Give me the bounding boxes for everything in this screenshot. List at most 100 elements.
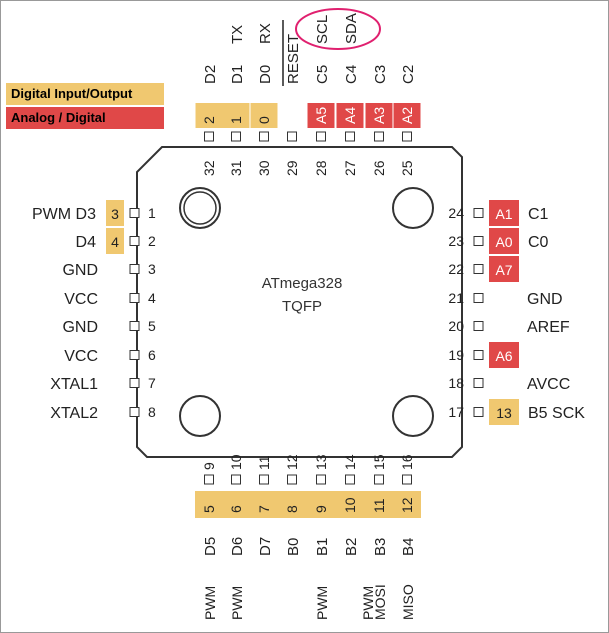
pin-number-32: 32 [201,160,217,176]
pin-number-19: 19 [448,347,464,363]
pin-pad-8 [129,407,140,417]
pin-number-22: 22 [448,261,464,277]
pin-pad-18 [473,378,484,388]
corner-hole-ring-icon [183,191,217,225]
pin-pad-12 [287,474,297,485]
arduino-label-12: 12 [399,497,415,513]
pin-label-8: XTAL2 [50,405,98,422]
arduino-label-10: 10 [342,497,358,513]
pin-pad-30 [259,131,269,142]
pin-pad-4 [129,293,140,303]
pin-pad-27 [345,131,355,142]
pin-number-29: 29 [284,160,300,176]
pin-pad-19 [473,350,484,360]
port-label-C4: C4 [343,65,360,84]
arduino-label-2: 2 [201,116,217,124]
pin-number-6: 6 [148,347,156,363]
pin-number-23: 23 [448,233,464,249]
pin-number-12: 12 [284,454,300,470]
legend-analog-label: Analog / Digital [11,110,106,125]
legend-digital: Digital Input/Output [6,83,164,105]
arduino-label-A0: A0 [495,234,512,250]
highlight-circle [295,8,381,50]
function-label-scl: SCL [314,15,331,44]
pin-number-8: 8 [148,404,156,420]
arduino-label-1: 1 [228,116,244,124]
pin-pad-24 [473,208,484,218]
corner-hole-icon [179,187,221,229]
arduino-label-0: 0 [256,116,272,124]
pin-pad-5 [129,321,140,331]
arduino-label-A6: A6 [495,348,512,364]
pin-pad-21 [473,293,484,303]
pin-number-15: 15 [371,454,387,470]
corner-hole-icon [392,187,434,229]
port-label-B1: B1 [314,538,331,556]
port-label-D1: D1 [229,65,246,84]
pin-label-20: AREF [527,319,570,336]
arduino-label-3: 3 [111,206,119,222]
function-label-pwm: PWM [360,586,376,620]
arduino-box-23 [489,228,519,254]
port-label-B2: B2 [343,538,360,556]
arduino-label-7: 7 [256,505,272,513]
pin-pad-16 [402,474,412,485]
pin-number-18: 18 [448,375,464,391]
pin-pad-11 [259,474,269,485]
pin-number-11: 11 [256,455,272,470]
pin-label-1: PWM D3 [32,206,96,223]
pin-label-18: AVCC [527,376,570,393]
pin-pad-6 [129,350,140,360]
pin-number-3: 3 [148,261,156,277]
arduino-label-A4: A4 [342,107,358,124]
arduino-box-31 [222,103,250,128]
pin-number-27: 27 [342,160,358,176]
pin-number-4: 4 [148,290,156,306]
legend-analog: Analog / Digital [6,107,164,129]
chip-package: TQFP [282,298,322,315]
pin-number-1: 1 [148,205,156,221]
pin-number-24: 24 [448,205,464,221]
pin-number-17: 17 [448,404,464,420]
port-label-D2: D2 [202,65,219,84]
port-label-C5: C5 [314,65,331,84]
port-label-D6: D6 [229,537,246,556]
pin-label-3: GND [62,262,98,279]
pin-pad-22 [473,264,484,274]
port-label-D0: D0 [257,65,274,84]
arduino-box-1 [106,200,124,226]
arduino-label-9: 9 [313,505,329,513]
pin-label-17: B5 SCK [528,405,585,422]
arduino-label-A1: A1 [495,206,512,222]
arduino-box-28 [307,103,335,128]
pin-number-13: 13 [313,454,329,470]
pin-number-10: 10 [228,454,244,470]
pin-pad-13 [316,474,326,485]
pin-pad-17 [473,407,484,417]
pin-number-21: 21 [448,290,464,306]
pin-pad-7 [129,378,140,388]
arduino-box-30 [250,103,278,128]
arduino-box-24 [489,200,519,226]
chip-name: ATmega328 [262,275,343,292]
port-label-B4: B4 [400,538,417,556]
arduino-label-A5: A5 [313,107,329,124]
pin-pad-14 [345,474,355,485]
pin-number-31: 31 [228,160,244,176]
pin-label-5: GND [62,319,98,336]
function-label-rx: RX [257,23,274,44]
corner-hole-icon [179,395,221,437]
arduino-label-A3: A3 [371,107,387,124]
pin-pad-31 [231,131,241,142]
function-label-mosi: MOSI [372,584,388,620]
port-label-B0: B0 [285,538,302,556]
pin-number-26: 26 [371,160,387,176]
pin-number-20: 20 [448,318,464,334]
pin-pad-10 [231,474,241,485]
pin-label-21: GND [527,291,563,308]
function-label-sda: SDA [343,13,360,44]
arduino-box-19 [489,342,519,368]
arduino-box-25 [393,103,421,128]
pin-label-23: C0 [528,234,549,251]
